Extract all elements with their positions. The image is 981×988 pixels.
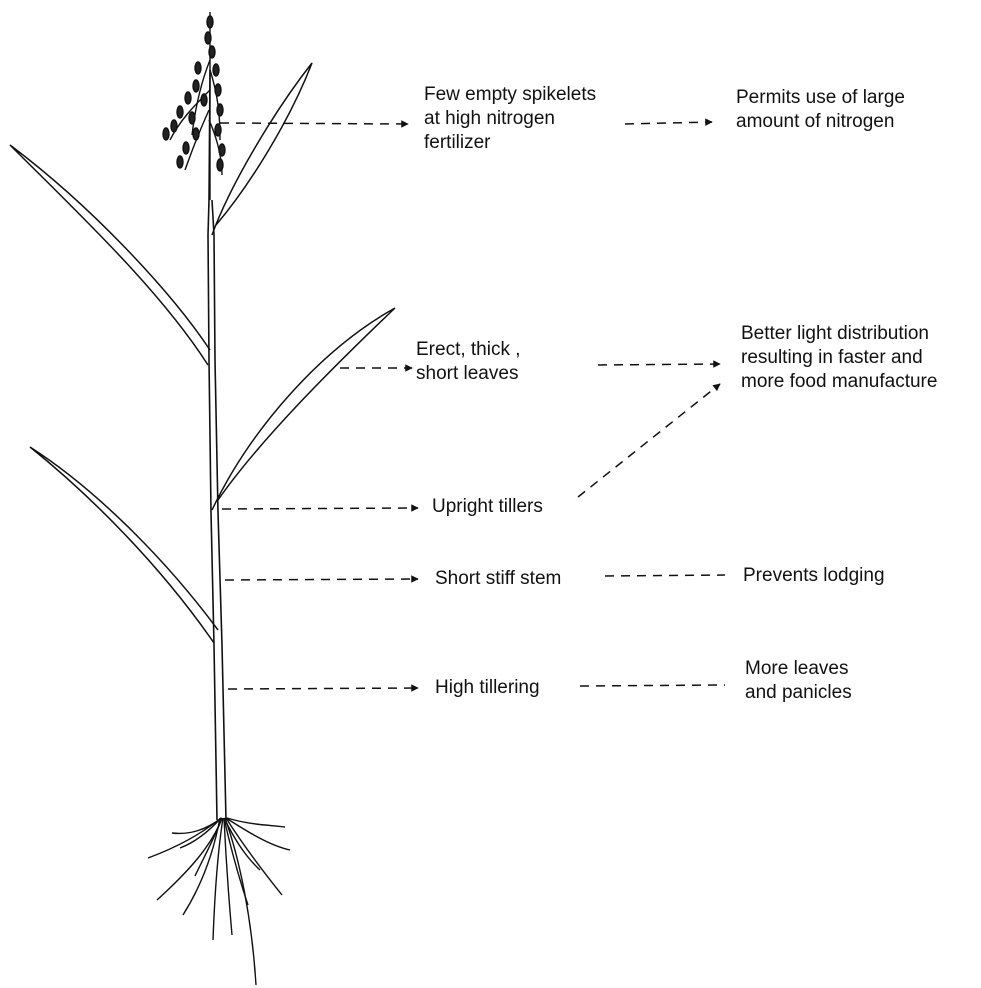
- effect-panicles-line-1: More leaves: [745, 657, 852, 681]
- trait-tillering: High tillering: [435, 676, 540, 700]
- effect-nitrogen: Permits use of large amount of nitrogen: [736, 86, 905, 134]
- roots: [148, 818, 290, 985]
- trait-tillering-line-1: High tillering: [435, 676, 540, 700]
- effect-panicles-line-2: and panicles: [745, 681, 852, 705]
- connector-tillers-light: [578, 384, 720, 497]
- trait-leaves: Erect, thick , short leaves: [416, 338, 521, 386]
- connector-stem: [225, 579, 418, 580]
- connector-tillers: [222, 508, 418, 509]
- effect-panicles: More leaves and panicles: [745, 657, 852, 705]
- connector-nitrogen: [625, 122, 712, 124]
- connector-panicles: [580, 685, 725, 686]
- trait-spikelets-line-2: at high nitrogen: [424, 107, 596, 131]
- effect-light-line-3: more food manufacture: [741, 370, 937, 394]
- leaves: [10, 63, 395, 643]
- effect-lodging-line-1: Prevents lodging: [743, 564, 885, 588]
- trait-spikelets: Few empty spikelets at high nitrogen fer…: [424, 83, 596, 155]
- effect-lodging: Prevents lodging: [743, 564, 885, 588]
- connector-light: [598, 364, 720, 365]
- connector-lodging: [605, 575, 725, 576]
- panicle: [163, 12, 225, 200]
- trait-leaves-line-1: Erect, thick ,: [416, 338, 521, 362]
- trait-stem-line-1: Short stiff stem: [435, 567, 561, 591]
- connectors: [220, 122, 725, 689]
- trait-leaves-line-2: short leaves: [416, 362, 521, 386]
- effect-light-line-1: Better light distribution: [741, 322, 937, 346]
- effect-light-line-2: resulting in faster and: [741, 346, 937, 370]
- trait-stem: Short stiff stem: [435, 567, 561, 591]
- effect-light: Better light distribution resulting in f…: [741, 322, 937, 394]
- effect-nitrogen-line-2: amount of nitrogen: [736, 110, 905, 134]
- effect-nitrogen-line-1: Permits use of large: [736, 86, 905, 110]
- trait-tillers-line-1: Upright tillers: [432, 495, 543, 519]
- trait-spikelets-line-1: Few empty spikelets: [424, 83, 596, 107]
- connector-spikelets: [220, 123, 408, 124]
- trait-spikelets-line-3: fertilizer: [424, 131, 596, 155]
- trait-tillers: Upright tillers: [432, 495, 543, 519]
- connector-tillering: [228, 688, 418, 689]
